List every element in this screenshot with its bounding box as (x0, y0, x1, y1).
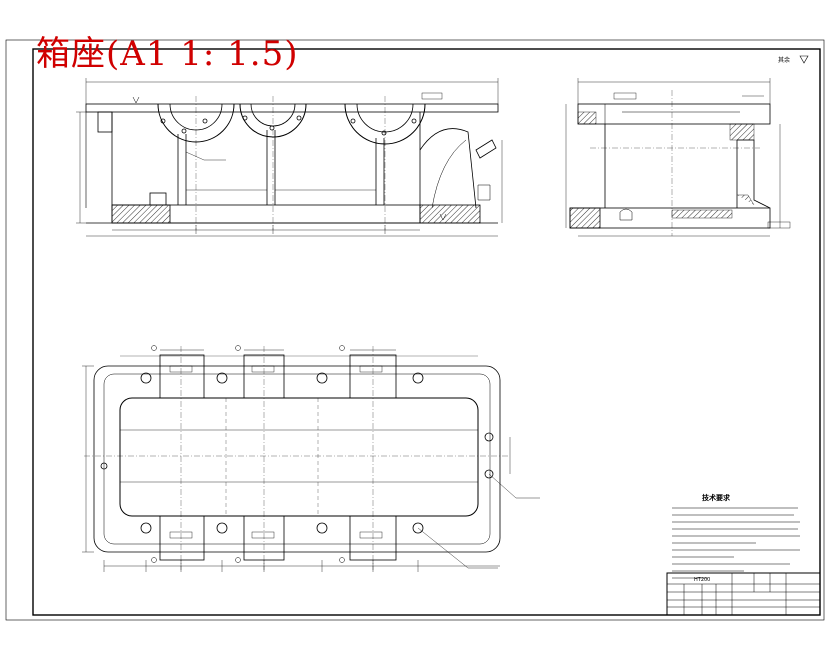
roughness-note: 其余 (778, 55, 809, 64)
front-view (76, 78, 503, 237)
tech-req-heading: 技术要求 (702, 493, 731, 502)
side-view (565, 78, 791, 237)
title-block-material: HT200 (694, 577, 710, 583)
roughness-symbol-icon (799, 55, 809, 64)
title-block: HT200 (666, 572, 821, 616)
inner-frame (32, 48, 821, 616)
top-view (82, 345, 540, 572)
roughness-label: 其余 (778, 56, 790, 64)
tech-req-lines (672, 507, 800, 579)
drawing-title: 箱座(A1 1: 1.5) (36, 34, 299, 74)
outer-frame (5, 39, 825, 621)
technical-requirements: 技术要求 (672, 493, 800, 579)
